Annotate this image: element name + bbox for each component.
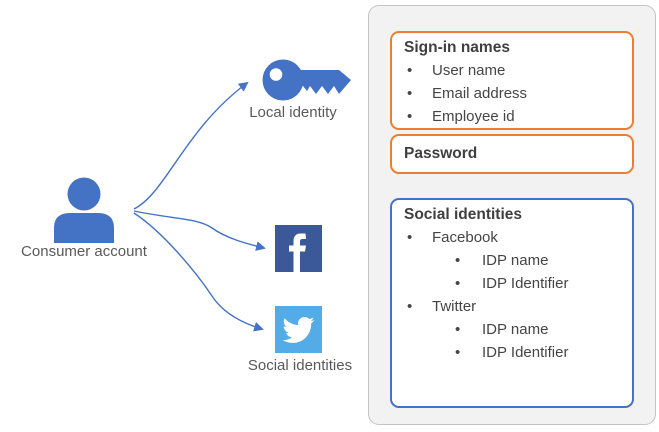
arrow-to-twitter [133, 212, 264, 332]
sign-in-item: Employee id [392, 105, 632, 128]
provider-attribute: IDP Identifier [392, 272, 632, 295]
consumer-account-label: Consumer account [21, 243, 147, 260]
attributes-panel: Sign-in names User name Email address Em… [368, 5, 656, 425]
local-identity-label: Local identity [249, 104, 337, 121]
provider-item: Twitter [392, 295, 632, 318]
sign-in-names-title: Sign-in names [404, 39, 510, 56]
password-card: Password [390, 134, 634, 174]
password-title: Password [404, 145, 478, 162]
person-icon [52, 177, 116, 243]
key-icon [262, 56, 353, 103]
twitter-icon [275, 306, 322, 353]
social-identities-title: Social identities [404, 206, 523, 223]
provider-item: Facebook [392, 226, 632, 249]
sign-in-item: User name [392, 59, 632, 82]
provider-attribute: IDP Identifier [392, 341, 632, 364]
sign-in-item: Email address [392, 82, 632, 105]
provider-attribute: IDP name [392, 318, 632, 341]
provider-attribute: IDP name [392, 249, 632, 272]
facebook-icon [275, 225, 322, 272]
social-identities-label: Social identities [247, 357, 353, 374]
arrow-to-local-identity [133, 81, 249, 210]
sign-in-names-card: Sign-in names User name Email address Em… [390, 31, 634, 130]
social-identities-card: Social identities Facebook IDP name IDP … [390, 198, 634, 408]
